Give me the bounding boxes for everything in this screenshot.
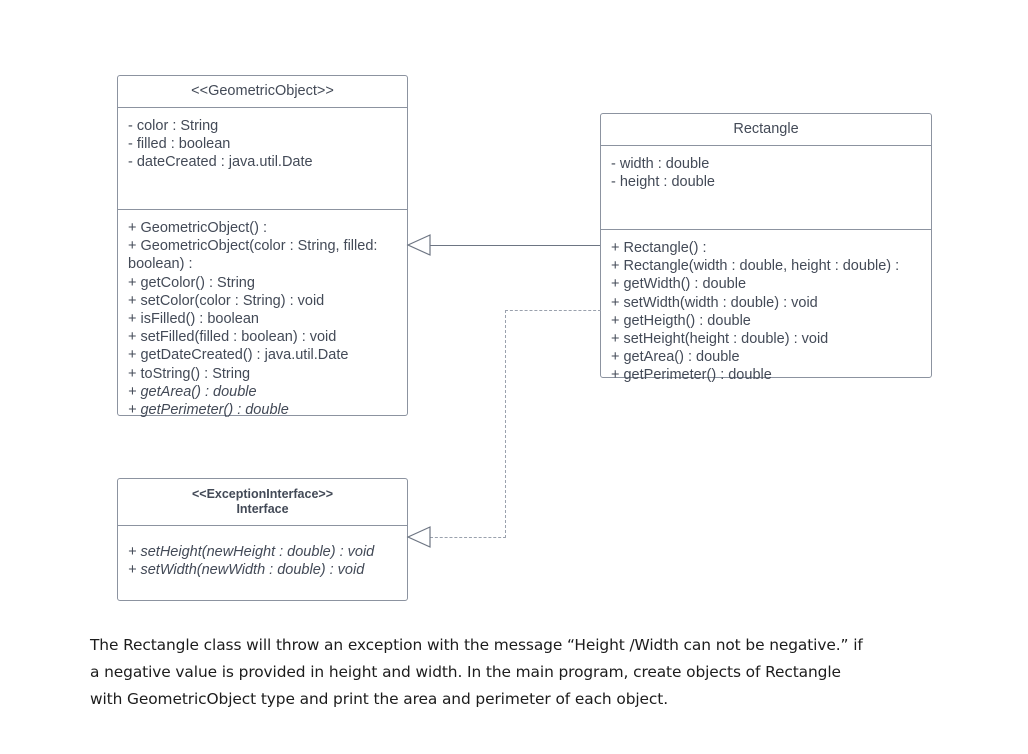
realization-line-bottom xyxy=(430,537,506,538)
attributes-section-rectangle: - width : double - height : double xyxy=(601,146,931,230)
realization-line-vertical xyxy=(505,310,506,538)
methods-section-rectangle: + Rectangle() : + Rectangle(width : doub… xyxy=(601,230,931,394)
caption-line-2: a negative value is provided in height a… xyxy=(90,663,841,681)
methods-section-exception-interface: + setHeight(newHeight : double) : void +… xyxy=(118,526,407,588)
method-row: + getColor() : String xyxy=(128,274,255,291)
class-box-rectangle: Rectangle - width : double - height : do… xyxy=(600,113,932,383)
generalization-line xyxy=(430,245,600,246)
method-row: + GeometricObject(color : String, filled… xyxy=(128,238,378,273)
caption-line-3: with GeometricObject type and print the … xyxy=(90,690,669,708)
attribute-row: - filled : boolean xyxy=(128,136,231,153)
method-row: + setWidth(width : double) : void xyxy=(611,294,818,311)
attributes-section-geometric-object: - color : String - filled : boolean - da… xyxy=(118,108,407,210)
interface-title-exception-interface: <<ExceptionInterface>> Interface xyxy=(118,479,407,526)
method-row-abstract: + getPerimeter() : double xyxy=(128,402,289,419)
class-title-rectangle: Rectangle xyxy=(601,114,931,146)
method-row-abstract: + setHeight(newHeight : double) : void xyxy=(128,544,375,560)
caption-line-1: The Rectangle class will throw an except… xyxy=(90,636,863,654)
method-row: + setFilled(filled : boolean) : void xyxy=(128,329,337,346)
method-row-abstract: + setWidth(newWidth : double) : void xyxy=(128,562,365,579)
attribute-row: - dateCreated : java.util.Date xyxy=(128,154,313,171)
class-box-geometric-object: <<GeometricObject>> - color : String - f… xyxy=(117,75,408,418)
attribute-row: - width : double xyxy=(611,156,710,172)
method-row: + toString() : String xyxy=(128,365,251,382)
interface-keyword: Interface xyxy=(236,502,289,516)
method-row: + getPerimeter() : double xyxy=(611,367,772,384)
caption-text: The Rectangle class will throw an except… xyxy=(90,632,970,713)
realization-line-top xyxy=(505,310,601,311)
methods-section-geometric-object: + GeometricObject() : + GeometricObject(… xyxy=(118,210,407,428)
method-row: + getDateCreated() : java.util.Date xyxy=(128,347,349,364)
class-title-geometric-object: <<GeometricObject>> xyxy=(118,76,407,108)
method-row: + GeometricObject() : xyxy=(128,220,267,236)
method-row: + Rectangle(width : double, height : dou… xyxy=(611,258,900,275)
method-row: + Rectangle() : xyxy=(611,240,707,256)
method-row-abstract: + getArea() : double xyxy=(128,383,257,400)
interface-stereotype: <<ExceptionInterface>> xyxy=(191,487,334,501)
attribute-row: - color : String xyxy=(128,118,219,134)
method-row: + getArea() : double xyxy=(611,349,740,366)
method-row: + getWidth() : double xyxy=(611,276,747,293)
method-row: + isFilled() : boolean xyxy=(128,311,259,328)
method-row: + setHeight(height : double) : void xyxy=(611,331,829,348)
attribute-row: - height : double xyxy=(611,174,715,191)
method-row: + getHeigth() : double xyxy=(611,312,751,329)
class-box-exception-interface: <<ExceptionInterface>> Interface + setHe… xyxy=(117,478,408,601)
method-row: + setColor(color : String) : void xyxy=(128,292,325,309)
